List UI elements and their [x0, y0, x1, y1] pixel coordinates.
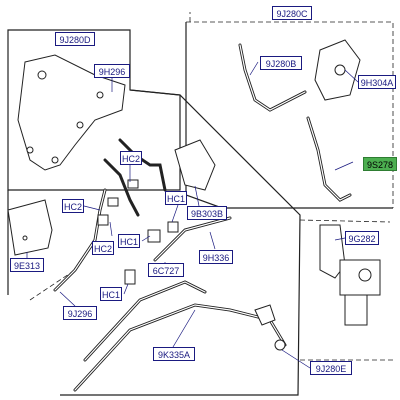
heat-shield-9e313 — [7, 199, 53, 256]
callout-9e313[interactable]: 9E313 — [10, 258, 44, 272]
callout-9j280b[interactable]: 9J280B — [260, 56, 302, 70]
callout-6c727[interactable]: 6C727 — [148, 263, 184, 277]
panel-main-outline — [60, 89, 301, 396]
callout-hc1-lower[interactable]: HC1 — [100, 287, 122, 301]
clip-hc1-c — [124, 269, 136, 285]
clip-hc2-a — [127, 179, 139, 189]
dashed-leader-9e313 — [29, 269, 76, 301]
callout-9s278[interactable]: 9S278 — [363, 157, 397, 171]
callout-9h296[interactable]: 9H296 — [94, 64, 130, 78]
regulator-lower — [344, 294, 368, 326]
callout-9j296[interactable]: 9J296 — [63, 306, 97, 320]
clip-hc1-b — [167, 221, 179, 233]
regulator-port — [358, 268, 372, 282]
callout-9j280c[interactable]: 9J280C — [272, 6, 312, 20]
callout-hc1-upper[interactable]: HC1 — [165, 191, 187, 205]
callout-9b303b[interactable]: 9B303B — [187, 206, 227, 220]
callout-hc1-middle[interactable]: HC1 — [118, 234, 140, 248]
callout-9h304a[interactable]: 9H304A — [358, 75, 396, 89]
callout-9k335a[interactable]: 9K335A — [153, 347, 195, 361]
callout-9j280e[interactable]: 9J280E — [310, 361, 352, 375]
bracket-9h296 — [17, 54, 126, 171]
callout-hc2-left[interactable]: HC2 — [62, 199, 84, 213]
callout-hc2-upper[interactable]: HC2 — [120, 151, 142, 165]
callout-9h336[interactable]: 9H336 — [199, 250, 233, 264]
callout-9j280d[interactable]: 9J280D — [55, 32, 95, 46]
clip-hc2-c — [97, 214, 109, 226]
callout-hc2-lower[interactable]: HC2 — [92, 241, 114, 255]
clip-hc1-a — [147, 229, 161, 243]
pipe-upper — [118, 138, 167, 192]
fitting-9j280e — [254, 304, 276, 326]
valve-port — [334, 64, 346, 76]
dashed-leader-9g282 — [299, 219, 391, 223]
clip-hc2-b — [107, 197, 119, 207]
pipe-9s278 — [306, 116, 352, 202]
bracket-9b303b — [174, 139, 216, 191]
fitting-end — [274, 339, 286, 351]
pipe-hose — [103, 158, 140, 217]
dashed-box-top — [186, 21, 394, 208]
pipe-9j280b — [238, 43, 307, 112]
callout-9g282[interactable]: 9G282 — [345, 231, 379, 245]
panel-upper-right — [185, 22, 393, 209]
